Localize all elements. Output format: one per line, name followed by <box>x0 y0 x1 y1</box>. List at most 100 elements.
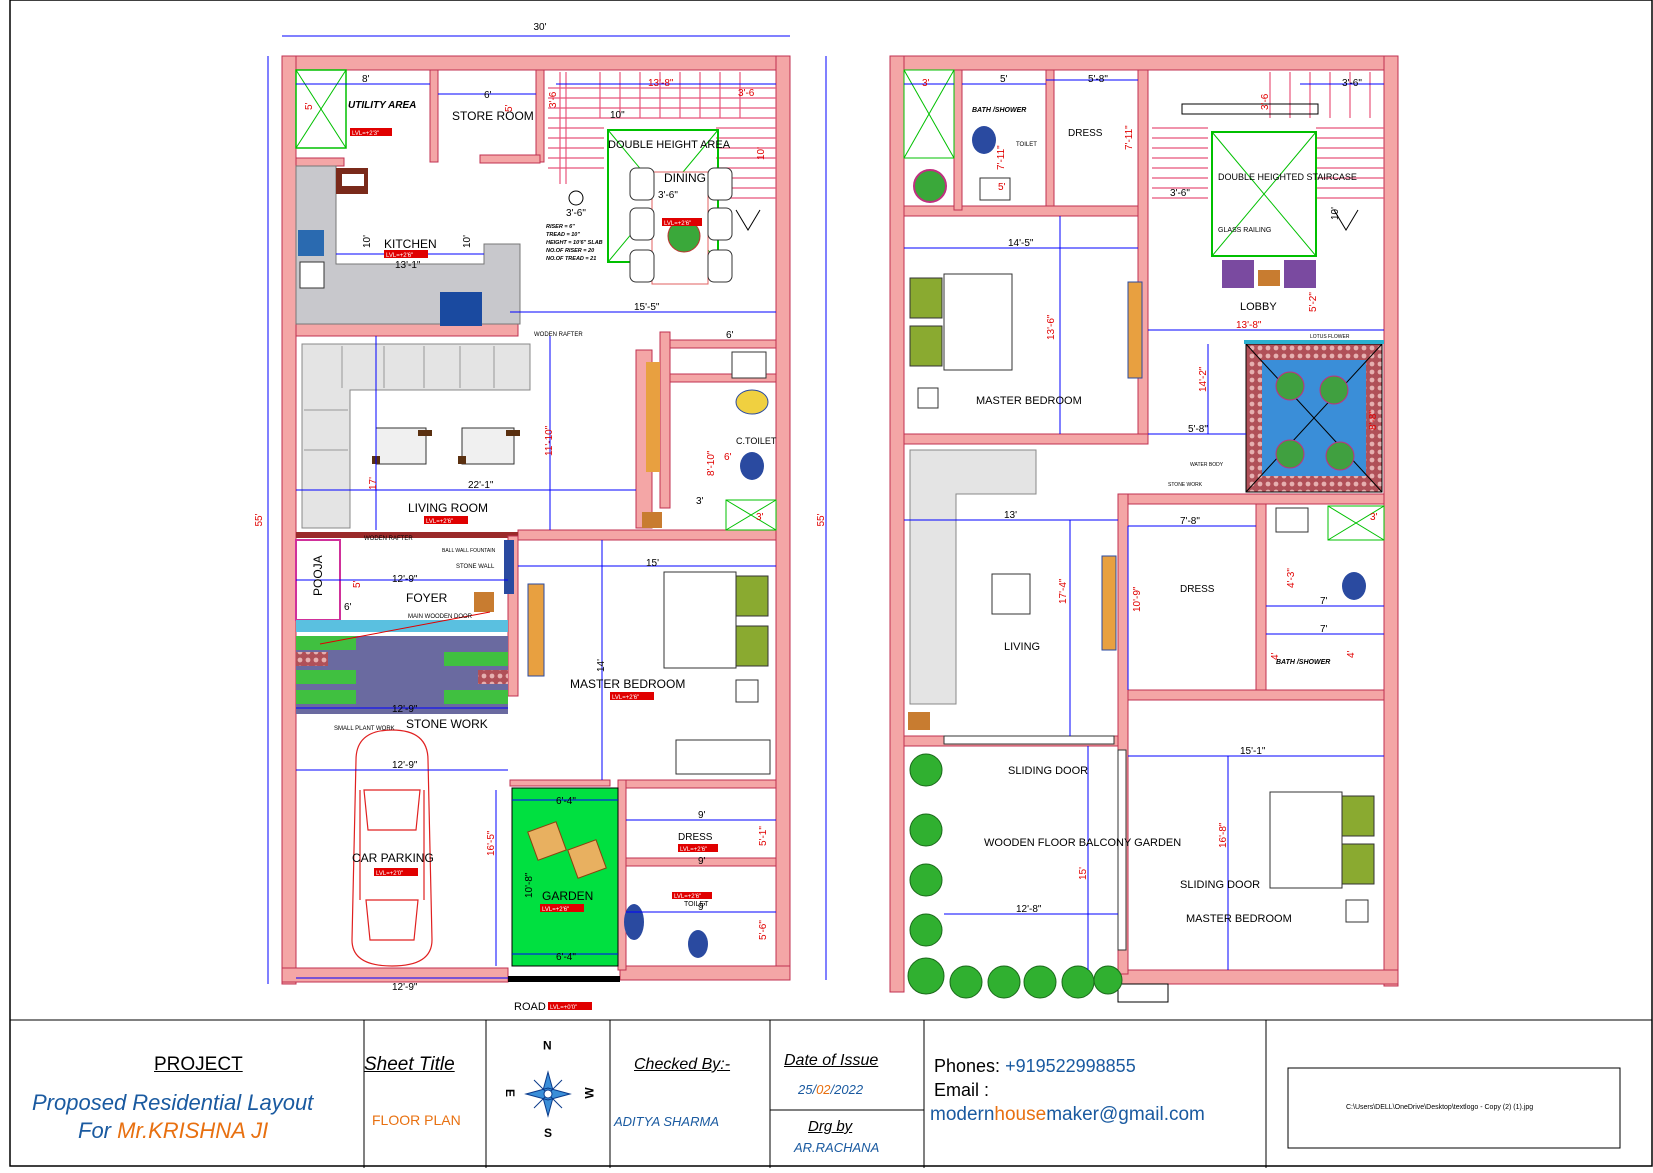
stair-arrow <box>735 209 761 231</box>
room-label-stone-work: STONE WORK <box>406 717 488 731</box>
cabinet <box>908 712 930 730</box>
room-label-store: STORE ROOM <box>452 109 534 123</box>
dim: 17' <box>368 477 379 490</box>
washbasin <box>979 177 1011 201</box>
wall <box>1117 493 1385 505</box>
dim: 10' <box>462 235 473 248</box>
wall-right <box>1383 55 1399 987</box>
tv-unit <box>646 362 660 472</box>
staircase <box>1152 72 1384 199</box>
svg-text:LVL=+2'6": LVL=+2'6" <box>680 847 707 853</box>
room-label-master-bedroom: MASTER BEDROOM <box>570 677 685 691</box>
side-table <box>1345 899 1369 923</box>
dim: 14'-2" <box>1198 366 1209 392</box>
dim: 5' <box>504 104 515 112</box>
stove-top <box>342 174 364 186</box>
chair <box>629 207 655 241</box>
svg-text:LVL=+2'6": LVL=+2'6" <box>386 253 413 259</box>
phone-link[interactable]: +919522998855 <box>1005 1056 1136 1076</box>
date-value: 25/02/2022 <box>798 1082 864 1097</box>
balcony-plants <box>907 753 1123 999</box>
dim-overall-height-right: 55' <box>816 513 827 526</box>
dim-overall-width: 30' <box>533 22 546 33</box>
room-label-pooja: POOJA <box>311 555 325 596</box>
stair-post <box>568 190 584 206</box>
logo-path: C:\Users\DELL\OneDrive\Desktop\textlogo … <box>1346 1104 1534 1111</box>
compass-n: N <box>543 1038 552 1052</box>
wall <box>295 157 345 167</box>
dim: 13'-6" <box>1046 314 1057 340</box>
dim: 12'-9" <box>392 982 418 993</box>
dim: 5' <box>998 182 1006 193</box>
svg-text:RISER = 6": RISER = 6" <box>546 224 575 230</box>
wall <box>517 529 777 541</box>
dim: 15'-1" <box>1240 746 1266 757</box>
compass-e: E <box>503 1088 518 1098</box>
dim: 6' <box>724 452 732 463</box>
dim: 5'-2" <box>1308 292 1319 312</box>
dim: 15' <box>1078 867 1089 880</box>
ground-floor-plan <box>281 55 791 985</box>
tv-unit <box>1127 281 1143 379</box>
dim: 13'-8" <box>1236 320 1262 331</box>
washbasin <box>1275 507 1309 533</box>
svg-text:LVL=+2'3": LVL=+2'3" <box>352 131 379 137</box>
wall <box>535 69 545 163</box>
wc <box>688 930 708 958</box>
label-rafter-2: WODEN RAFTER <box>364 536 413 542</box>
title-block-grid <box>10 1019 1652 1168</box>
dim: 22'-1" <box>468 480 494 491</box>
pillow <box>909 277 943 319</box>
tv-unit <box>527 583 545 677</box>
dim: 15' <box>646 558 659 569</box>
label-glass-railing: GLASS RAILING <box>1218 227 1271 234</box>
wall-left <box>889 55 905 993</box>
svg-text:LVL=+2'0": LVL=+2'0" <box>376 871 403 877</box>
wall-rafter <box>295 323 519 337</box>
wall <box>617 779 627 971</box>
chair <box>707 249 733 283</box>
wall-top <box>889 55 1399 71</box>
stone-wall <box>504 540 514 594</box>
dim: 17'-4" <box>1058 578 1069 604</box>
sofa <box>909 449 1037 705</box>
coffee-table <box>461 427 515 465</box>
dim: 7'-11" <box>1124 125 1135 150</box>
lotus-icon <box>1275 371 1305 401</box>
compass-s: S <box>544 1126 553 1140</box>
wc <box>972 126 996 154</box>
email-link[interactable]: modernhousemaker@gmail.com <box>930 1104 1205 1125</box>
svg-text:LVL=+2'6": LVL=+2'6" <box>426 519 453 525</box>
room-label-living: LIVING <box>1004 641 1040 653</box>
staircase <box>548 72 776 199</box>
label-stone-work: STONE WORK <box>1168 482 1203 488</box>
dim: 3'-6" <box>1170 188 1190 199</box>
dim: 13'-8" <box>648 78 674 89</box>
compass-w: W <box>582 1087 597 1099</box>
svg-text:TREAD = 10": TREAD = 10" <box>546 232 580 238</box>
dim: 7' <box>1320 624 1328 635</box>
drg-heading: Drg by <box>808 1118 853 1135</box>
room-label-bath-shower-2: BATH /SHOWER <box>1276 659 1330 666</box>
dim: 5' <box>1000 74 1008 85</box>
compass-icon <box>524 1070 572 1118</box>
chair <box>629 167 655 201</box>
dim: 3'-6" <box>566 208 586 219</box>
dim: 6' <box>726 330 734 341</box>
lotus-icon <box>1275 439 1305 469</box>
wall <box>953 69 963 211</box>
dim: 13'-1" <box>395 260 421 271</box>
dim: 3'-6" <box>658 190 678 201</box>
stair-note: RISER = 6" TREAD = 10" HEIGHT = 10'6" SL… <box>546 224 603 262</box>
dim: 3' <box>1370 512 1378 523</box>
wall <box>429 69 439 163</box>
label-sliding-door-2: SLIDING DOOR <box>1180 879 1260 891</box>
dim: 9' <box>698 810 706 821</box>
email-label: Email : <box>934 1080 990 1100</box>
dish-rack <box>299 261 325 289</box>
wash-shaft <box>1327 505 1385 541</box>
room-label-bath-shower: BATH /SHOWER <box>972 107 1026 114</box>
dim: 10' <box>756 147 767 160</box>
dim: 8'-10" <box>706 450 717 476</box>
sink <box>298 230 324 256</box>
